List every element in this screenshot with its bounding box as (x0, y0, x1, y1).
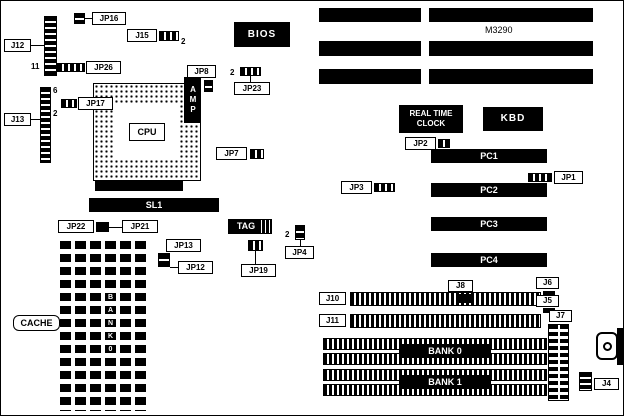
isa-slot (429, 41, 593, 56)
connector-line (31, 119, 40, 120)
tag-label: TAG (236, 221, 256, 231)
jumper-label-jp2: JP2 (405, 137, 436, 150)
tag-stripes (261, 220, 271, 233)
cache-bank-letter: N (107, 319, 114, 327)
amp-chip: AMP (184, 77, 201, 123)
j15-connector (159, 31, 179, 41)
connector-line (255, 251, 256, 264)
jumper-label-jp13: JP13 (166, 239, 201, 252)
jumper-label-jp19: JP19 (241, 264, 276, 277)
cache-bank-letter: 0 (108, 345, 113, 353)
rtc-line2: CLOCK (416, 119, 446, 128)
keyboard-port-edge (617, 328, 623, 365)
j7-connector (548, 324, 569, 401)
tag-chip: TAG (228, 219, 272, 234)
connector-line (250, 76, 251, 82)
jumper-label-jp3: JP3 (341, 181, 372, 194)
bank0-label: BANK 0 (399, 344, 491, 358)
j6-connector (543, 291, 555, 296)
jp8-jumper (204, 80, 213, 92)
pin-number-jp4: 2 (285, 230, 290, 239)
connector-line (85, 18, 92, 19)
pin-number-jp23: 2 (230, 68, 235, 77)
jumper-label-jp1: JP1 (554, 171, 583, 184)
jumper-label-jp7: JP7 (216, 147, 247, 160)
jp17-jumper (61, 99, 77, 108)
isa-slot (319, 69, 421, 84)
bios-chip: BIOS (234, 22, 290, 47)
simm-slot-j11 (350, 314, 541, 328)
connector-label-j5: J5 (536, 295, 559, 307)
simm-slot-j10 (350, 292, 541, 306)
j4-connector (579, 372, 592, 391)
cache-bank-letter: A (107, 306, 114, 314)
sl1-slot: SL1 (89, 198, 219, 212)
connector-line (170, 267, 178, 268)
jp19-jumper (248, 240, 263, 251)
j13-connector (40, 87, 51, 163)
pin-number-j15: 2 (181, 37, 186, 46)
jp2-jumper (438, 139, 450, 148)
connector-label-j12: J12 (4, 39, 31, 52)
connector-label-j8: J8 (448, 280, 473, 292)
connector-label-j10: J10 (319, 292, 346, 305)
j8-connector (456, 294, 471, 303)
cache-label: CACHE (13, 315, 60, 331)
slot-pc3: PC3 (431, 217, 547, 231)
jumper-label-jp22: JP22 (58, 220, 94, 233)
isa-slot (319, 41, 421, 56)
connector-line (300, 240, 301, 246)
jp7-jumper (250, 149, 264, 159)
jp4-jumper (295, 225, 305, 240)
jumper-label-jp4: JP4 (285, 246, 314, 259)
pin-number-j13-mid: 2 (53, 109, 58, 118)
jumper-label-jp23: JP23 (234, 82, 270, 95)
connector-label-j4: J4 (594, 378, 619, 390)
cpu-socket: CPU (93, 83, 201, 181)
jp13-jumper (158, 253, 170, 267)
keyboard-connector (596, 332, 618, 360)
cache-array (60, 241, 147, 411)
jumper-label-jp21: JP21 (122, 220, 158, 233)
connector-label-j11: J11 (319, 314, 346, 327)
isa-slot (319, 8, 421, 22)
rtc-line1: REAL TIME (409, 109, 453, 118)
slot-pc4: PC4 (431, 253, 547, 267)
rtc-chip: REAL TIME CLOCK (399, 105, 463, 133)
jumper-label-jp26: JP26 (86, 61, 121, 74)
connector-label-j13: J13 (4, 113, 31, 126)
cpu-label: CPU (129, 123, 165, 141)
slot-pc1: PC1 (431, 149, 547, 163)
connector-label-j7: J7 (549, 310, 572, 322)
jp23-jumper (240, 67, 261, 76)
keyboard-connector-pin (602, 341, 612, 351)
connector-line (109, 227, 122, 228)
jp3-jumper (374, 183, 395, 192)
jp1-jumper (528, 173, 552, 182)
jumper-label-jp8: JP8 (187, 65, 216, 78)
cpu-socket-inner: CPU (114, 104, 180, 160)
slot-pc2: PC2 (431, 183, 547, 197)
jp22-jumper (96, 222, 109, 232)
connector-line (31, 45, 44, 46)
connector-label-j6: J6 (536, 277, 559, 289)
jumper-label-jp12: JP12 (178, 261, 213, 274)
jp16-jumper (74, 13, 85, 24)
jp26-jumper (57, 63, 85, 72)
connector-label-j15: J15 (127, 29, 157, 42)
isa-slot (429, 8, 593, 22)
cache-bank-letter: B (107, 293, 114, 301)
cache-bank-letter: K (107, 332, 114, 340)
kbd-chip: KBD (483, 107, 543, 131)
isa-slot (429, 69, 593, 84)
cpu-socket-bar (95, 181, 183, 191)
j12-connector (44, 16, 57, 76)
part-number: M3290 (485, 25, 513, 35)
jumper-label-jp17: JP17 (78, 97, 113, 110)
bank1-label: BANK 1 (399, 375, 491, 389)
jumper-label-jp16: JP16 (92, 12, 126, 25)
pin-number-j12: 11 (31, 62, 40, 71)
pin-number-j13-top: 6 (53, 86, 58, 95)
